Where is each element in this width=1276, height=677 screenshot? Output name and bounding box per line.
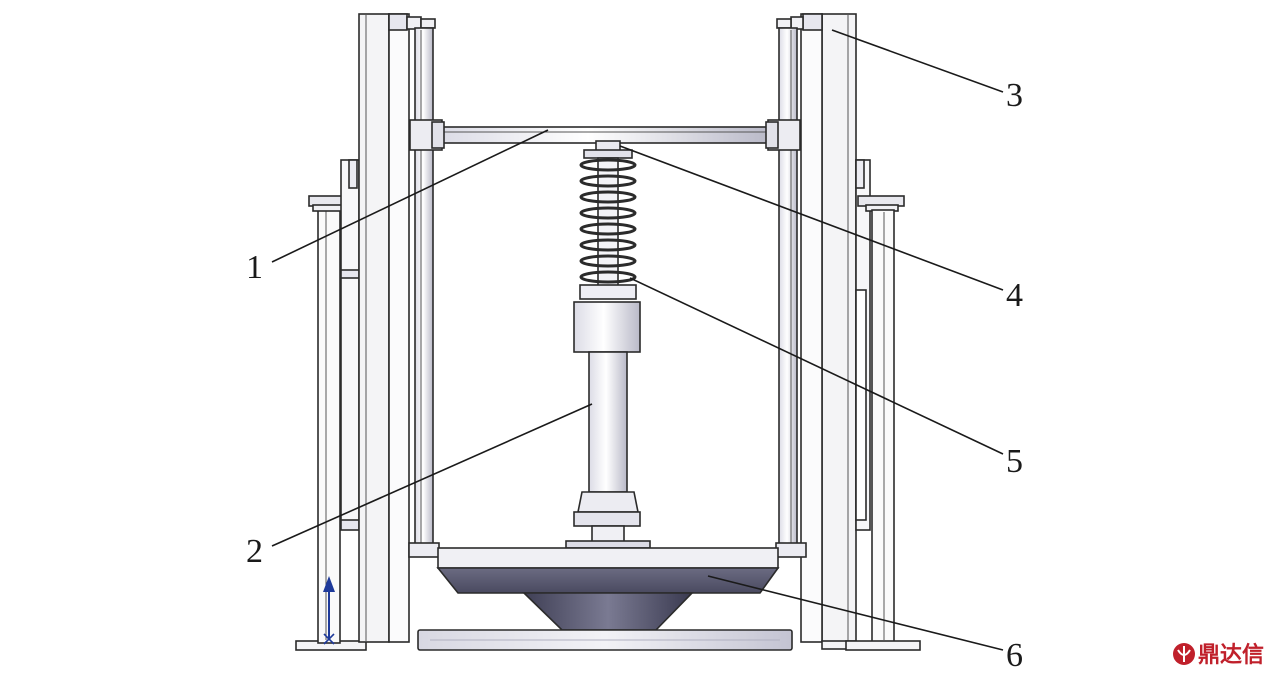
- right-frame: [776, 13, 857, 650]
- callout-4: 4: [1006, 277, 1023, 314]
- right-guide-rod: [778, 27, 798, 554]
- callout-5: 5: [1006, 443, 1023, 480]
- loading-plate: [408, 542, 807, 631]
- leader-6: [707, 575, 1004, 651]
- leader-lines: [271, 29, 1004, 651]
- left-frame: [340, 13, 436, 643]
- callout-3: 3: [1006, 77, 1023, 114]
- base-disc: [417, 629, 793, 651]
- left-outer-post: [295, 195, 367, 651]
- callout-1: 1: [246, 249, 263, 286]
- spring-assembly: [573, 140, 641, 353]
- leader-2: [271, 403, 593, 547]
- axis-arrow-icon: [323, 576, 335, 645]
- crossbar: [409, 119, 801, 151]
- spring-coils: [579, 158, 637, 284]
- piston-rod: [565, 351, 651, 549]
- leader-1: [271, 129, 549, 263]
- left-guide-rod: [414, 27, 434, 554]
- callout-2: 2: [246, 533, 263, 570]
- right-outer-post: [845, 159, 921, 651]
- leader-3: [831, 29, 1004, 93]
- leader-5: [629, 277, 1004, 455]
- watermark: 鼎达信: [1173, 642, 1264, 668]
- callout-6: 6: [1006, 637, 1023, 674]
- watermark-logo-icon: [1173, 643, 1195, 665]
- watermark-text: 鼎达信: [1198, 642, 1264, 668]
- leader-4: [619, 145, 1004, 291]
